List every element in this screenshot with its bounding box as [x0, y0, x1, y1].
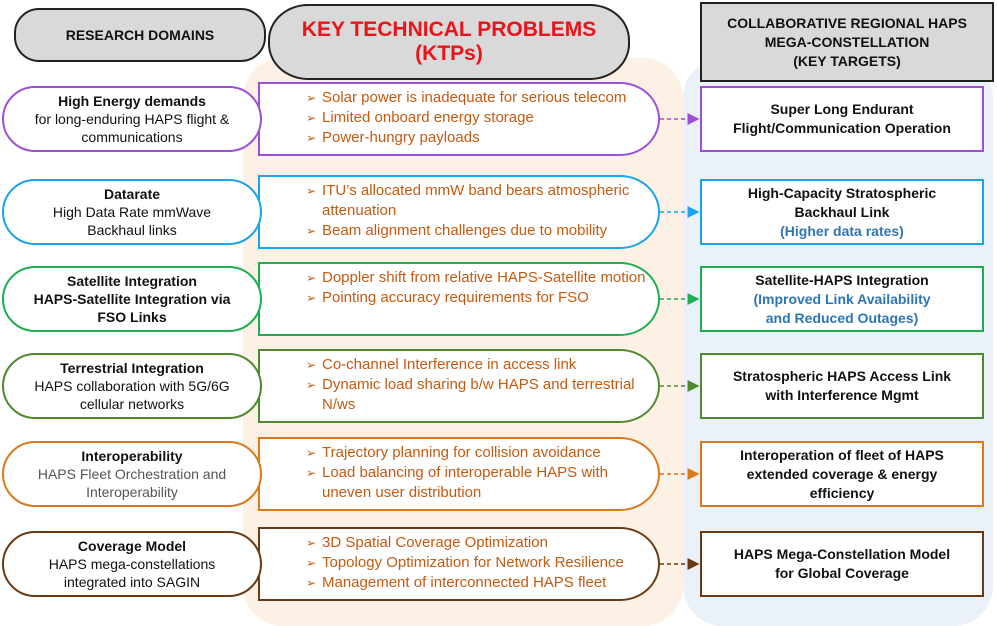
ktp-list: Trajectory planning for collision avoida…: [306, 443, 654, 503]
target-line: Backhaul Link: [794, 203, 890, 220]
ktp-item: Solar power is inadequate for serious te…: [306, 88, 654, 108]
ktp-list: 3D Spatial Coverage OptimizationTopology…: [306, 533, 654, 593]
domain-description-line: HAPS mega-constellations: [48, 556, 216, 572]
target-line: efficiency: [809, 484, 875, 501]
target-line: extended coverage & energy: [746, 465, 938, 482]
key-targets-header-line1: COLLABORATIVE REGIONAL HAPS: [727, 14, 967, 31]
target-box-4: Stratospheric HAPS Access Link with Inter…: [700, 353, 984, 419]
domain-title: High Energy demands: [58, 93, 206, 109]
ktp-box-4: Co-channel Interference in access linkDy…: [258, 349, 660, 423]
domain-title: Satellite Integration: [67, 273, 197, 289]
target-box-3: Satellite-HAPS Integration (Improved Link…: [700, 266, 984, 332]
ktp-item: Doppler shift from relative HAPS-Satelli…: [306, 268, 654, 288]
ktp-box-6: 3D Spatial Coverage OptimizationTopology…: [258, 527, 660, 601]
target-line: Super Long Endurant: [770, 101, 914, 117]
ktp-item: ITU’s allocated mmW band bears atmospher…: [306, 181, 654, 221]
domain-description-line: cellular networks: [79, 396, 185, 412]
ktp-item: Power-hungry payloads: [306, 128, 654, 148]
domain-title: Terrestrial Integration: [60, 360, 204, 376]
ktp-list: ITU’s allocated mmW band bears atmospher…: [306, 181, 654, 241]
ktp-item: Co-channel Interference in access link: [306, 355, 654, 375]
ktp-item: Management of interconnected HAPS fleet: [306, 573, 654, 593]
domain-title: Datarate: [103, 186, 161, 202]
target-subline: and Reduced Outages): [765, 309, 919, 326]
domain-title: Interoperability: [81, 448, 183, 464]
target-subline: (Higher data rates): [780, 222, 904, 239]
ktp-header-line2: (KTPs): [415, 42, 483, 65]
target-line: Stratospheric HAPS Access Link: [732, 368, 952, 384]
domain-description-line: for long-enduring HAPS flight &: [34, 111, 230, 127]
domain-description-line: Backhaul links: [87, 222, 177, 238]
ktp-item: Beam alignment challenges due to mobilit…: [306, 221, 654, 241]
domain-description-line: High Data Rate mmWave: [52, 204, 212, 220]
ktp-box-1: Solar power is inadequate for serious te…: [258, 82, 660, 156]
ktp-header-line1: KEY TECHNICAL PROBLEMS: [301, 18, 597, 41]
domain-description-line: Interoperability: [86, 484, 178, 500]
domain-box-1: High Energy demands for long-enduring HAP…: [2, 86, 262, 152]
domain-description-line: HAPS collaboration with 5G/6G: [34, 378, 230, 394]
key-targets-header: COLLABORATIVE REGIONAL HAPS MEGA-CONSTEL…: [700, 2, 994, 82]
ktp-header: KEY TECHNICAL PROBLEMS (KTPs): [268, 4, 630, 80]
research-domains-header: RESEARCH DOMAINS: [14, 8, 266, 62]
target-line: for Global Coverage: [775, 565, 909, 581]
ktp-item: Trajectory planning for collision avoida…: [306, 443, 654, 463]
target-line: Satellite-HAPS Integration: [755, 271, 929, 288]
ktp-item: Dynamic load sharing b/w HAPS and terres…: [306, 375, 654, 415]
domain-title: Coverage Model: [77, 538, 187, 554]
domain-description-line: integrated into SAGIN: [63, 574, 201, 590]
ktp-item: 3D Spatial Coverage Optimization: [306, 533, 654, 553]
domain-description-line: HAPS-Satellite Integration via: [33, 291, 231, 307]
target-box-5: Interoperation of fleet of HAPS extended …: [700, 441, 984, 507]
ktp-box-5: Trajectory planning for collision avoida…: [258, 437, 660, 511]
ktp-box-3: Doppler shift from relative HAPS-Satelli…: [258, 262, 660, 336]
ktp-list: Solar power is inadequate for serious te…: [306, 88, 654, 148]
domain-description-line: FSO Links: [97, 309, 167, 325]
ktp-box-2: ITU’s allocated mmW band bears atmospher…: [258, 175, 660, 249]
ktp-list: Co-channel Interference in access linkDy…: [306, 355, 654, 415]
target-line: Interoperation of fleet of HAPS: [740, 446, 944, 463]
ktp-item: Limited onboard energy storage: [306, 108, 654, 128]
key-targets-header-line2: MEGA-CONSTELLATION: [764, 33, 930, 50]
key-targets-header-line3: (KEY TARGETS): [793, 52, 901, 69]
ktp-item: Topology Optimization for Network Resili…: [306, 553, 654, 573]
ktp-item: Pointing accuracy requirements for FSO: [306, 288, 654, 308]
ktp-list: Doppler shift from relative HAPS-Satelli…: [306, 268, 654, 308]
domain-description-line: communications: [81, 129, 183, 145]
target-line: with Interference Mgmt: [765, 387, 919, 403]
ktp-item: Load balancing of interoperable HAPS wit…: [306, 463, 654, 503]
target-line: HAPS Mega-Constellation Model: [733, 546, 951, 562]
domain-description-line: HAPS Fleet Orchestration and: [37, 466, 227, 482]
research-domains-header-text: RESEARCH DOMAINS: [65, 27, 215, 43]
target-line: High-Capacity Stratospheric: [747, 184, 937, 201]
target-line: Flight/Communication Operation: [733, 120, 951, 136]
target-subline: (Improved Link Availability: [753, 290, 931, 307]
target-box-6: HAPS Mega-Constellation Model for Global …: [700, 531, 984, 597]
